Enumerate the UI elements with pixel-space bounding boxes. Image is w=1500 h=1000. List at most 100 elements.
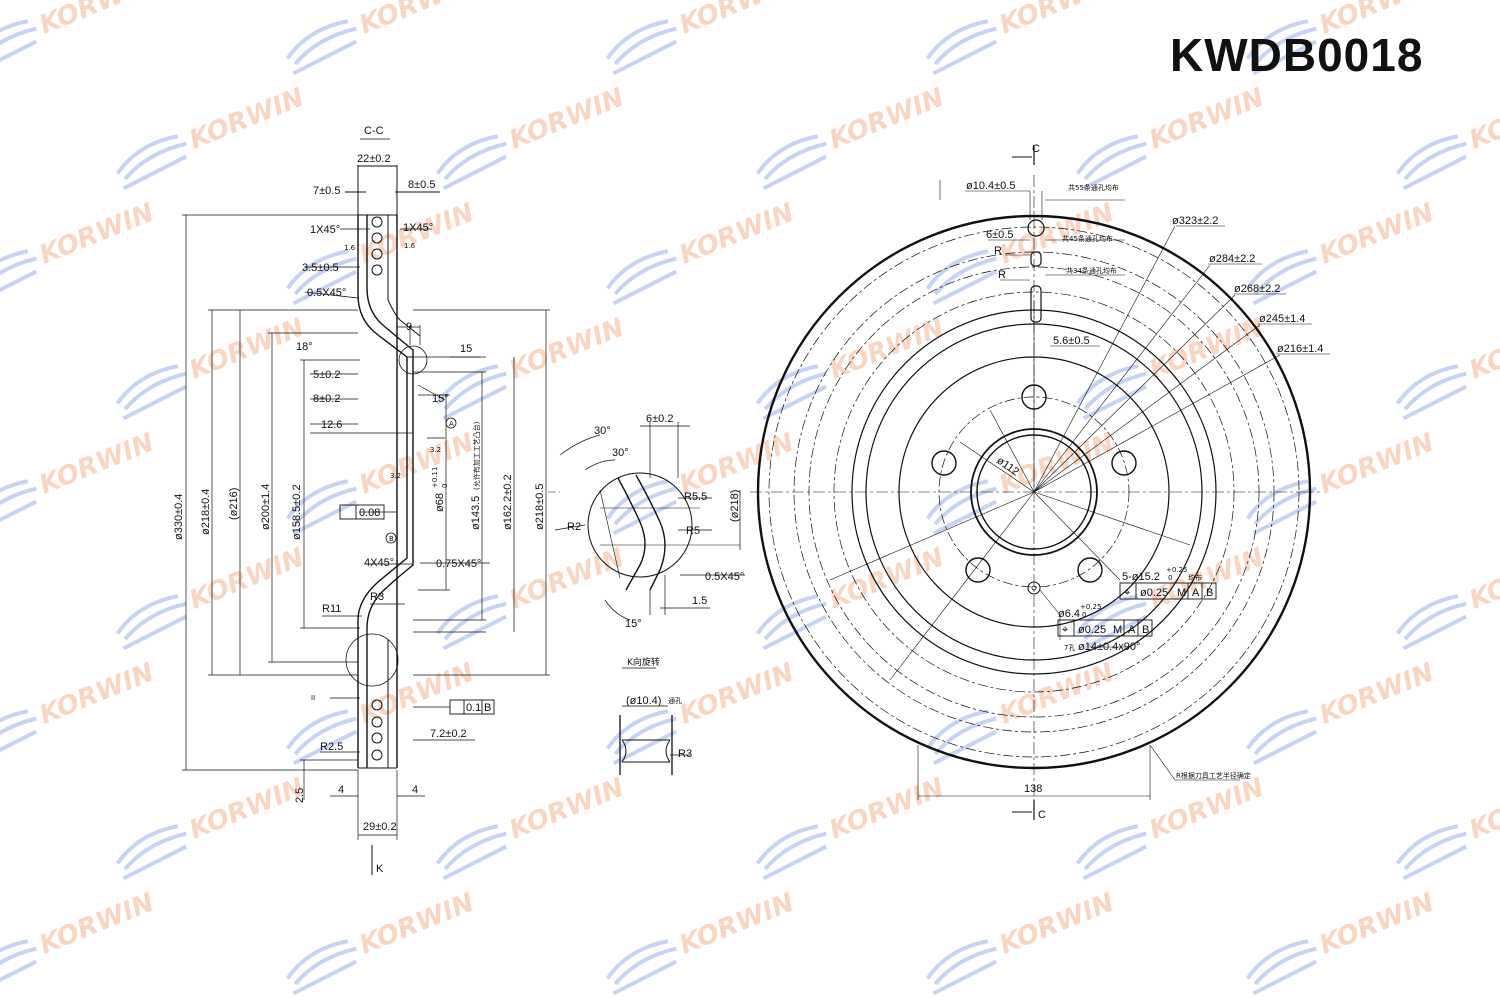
watermark-logo: KORWIN (285, 888, 479, 996)
dim-3-5: 3.5±0.5 (302, 262, 339, 274)
watermark-text: KORWIN (505, 773, 628, 846)
detail-k-title: K向旋转 (627, 656, 660, 668)
watermark-logo: KORWIN (605, 658, 799, 766)
watermark-swoosh (1245, 939, 1318, 996)
dim-4-right: 4 (412, 784, 418, 796)
watermark-text: KORWIN (355, 888, 478, 961)
radius-11: R11 (322, 603, 341, 615)
dim-4-left: 4 (338, 784, 344, 796)
dim-9: 9 (406, 321, 412, 333)
watermark-text: KORWIN (35, 658, 158, 731)
radius-note-2: R (998, 269, 1006, 281)
roughness-left: 1.6 (344, 244, 356, 252)
pos-tol-1-b: B (1206, 587, 1213, 599)
pos-tol-2-icon: ⌖ (1062, 624, 1068, 636)
watermark-text: KORWIN (35, 198, 158, 271)
dim-dia-10-4: ø10.4±0.5 (966, 180, 1015, 192)
stud-hole-4 (965, 557, 991, 583)
dim-dia-200: ø200±1.4 (260, 484, 272, 530)
watermark-text: KORWIN (1145, 773, 1268, 846)
dim-8: 8±0.5 (408, 179, 435, 191)
watermark-logo: KORWIN (435, 773, 629, 881)
watermark-logo: KORWIN (0, 428, 159, 536)
dim-dia-68-tol0: 0 (441, 484, 449, 488)
radius-5-5: R5.5 (684, 491, 707, 503)
watermark-text: KORWIN (35, 0, 158, 41)
watermark-logo: KORWIN (755, 83, 949, 191)
watermark-text: KORWIN (185, 543, 308, 616)
parallel-value: 0.1 (466, 702, 481, 714)
dim-dia-323: ø323±2.2 (1172, 215, 1218, 227)
dim-chamfer-right: 1X45° (403, 222, 433, 234)
watermark-swoosh (605, 249, 678, 306)
watermark-text: KORWIN (185, 313, 308, 386)
stud-holes-tol0: 0 (1168, 574, 1172, 582)
watermark-text: KORWIN (1315, 198, 1438, 271)
watermark-logo: KORWIN (115, 543, 309, 651)
watermark-swoosh (435, 594, 508, 651)
detail-k-hole: (ø10.4) (626, 695, 661, 707)
watermark-swoosh (605, 939, 678, 996)
dim-dia-68-tol: +0.11 (431, 467, 439, 488)
watermark-logo: KORWIN (1395, 313, 1500, 421)
watermark-text: KORWIN (1465, 313, 1500, 386)
watermark-text: KORWIN (185, 773, 308, 846)
watermark-logo: KORWIN (1245, 428, 1439, 536)
dim-dia-218-ref: (ø218) (729, 490, 741, 522)
watermark-text: KORWIN (1465, 773, 1500, 846)
watermark-text: KORWIN (825, 313, 948, 386)
dim-138: 138 (1024, 783, 1042, 795)
watermark-swoosh (0, 939, 38, 996)
dim-chamfer-05b: 0.5X45° (705, 571, 744, 583)
watermark-logo: KORWIN (0, 888, 159, 996)
watermark-swoosh (1395, 134, 1468, 191)
roughness-32a: 3.2 (430, 446, 441, 454)
watermark-logo: KORWIN (115, 83, 309, 191)
watermark-logo: KORWIN (0, 198, 159, 306)
watermark-logo: KORWIN (605, 198, 799, 306)
dim-chamfer-075: 0.75X45° (436, 558, 481, 570)
pos-tol-1-icon: ⌖ (1124, 587, 1130, 599)
datum-a: A (449, 420, 454, 428)
stud-hole-5 (931, 450, 957, 476)
chamfer-14: ø14±0.4x90° (1078, 641, 1140, 653)
pos-tol-2-mod: M (1113, 624, 1122, 636)
section-mark-bottom: C (1038, 809, 1046, 821)
watermark-logo: KORWIN (285, 428, 479, 536)
watermark-swoosh (925, 709, 998, 766)
watermark-swoosh (285, 939, 358, 996)
dim-8b: 8±0.2 (313, 393, 340, 405)
watermark-swoosh (1395, 594, 1468, 651)
watermark-logo: KORWIN (1395, 543, 1500, 651)
watermark-text: KORWIN (675, 0, 798, 41)
watermark-text: KORWIN (355, 428, 478, 501)
slot-note-34: 共34条通孔均布 (1066, 266, 1117, 275)
dim-dia-330: ø330±0.4 (173, 494, 185, 540)
dim-dia-68: ø68 (434, 493, 446, 512)
dim-dia-162: ø162.2±0.2 (502, 474, 514, 530)
watermark-swoosh (115, 824, 188, 881)
watermark-swoosh (115, 594, 188, 651)
dim-dia-6-4: ø6.4 (1058, 608, 1080, 620)
datum-b: B (389, 535, 394, 543)
watermark-text: KORWIN (1315, 428, 1438, 501)
dim-dia-216b: ø216±1.4 (1277, 343, 1323, 355)
roughness-32b: 3.2 (390, 472, 401, 480)
watermark-text: KORWIN (675, 888, 798, 961)
watermark-logo: KORWIN (285, 0, 479, 76)
watermark-text: KORWIN (1465, 543, 1500, 616)
dim-12-6: 12.6 (321, 419, 342, 431)
watermark-swoosh (285, 709, 358, 766)
dim-chamfer-4: 4X45° (364, 557, 394, 569)
watermark-swoosh (605, 19, 678, 76)
section-label: C-C (364, 125, 384, 137)
dim-thickness-top: 22±0.2 (357, 153, 391, 165)
dim-6: 6±0.2 (646, 413, 673, 425)
watermark-text: KORWIN (825, 773, 948, 846)
watermark-swoosh (0, 19, 38, 76)
watermark-logo: KORWIN (115, 313, 309, 421)
angle-30-b: 30° (612, 447, 629, 459)
watermark-text: KORWIN (355, 658, 478, 731)
dim-chamfer-05: 0.5X45° (307, 287, 346, 299)
